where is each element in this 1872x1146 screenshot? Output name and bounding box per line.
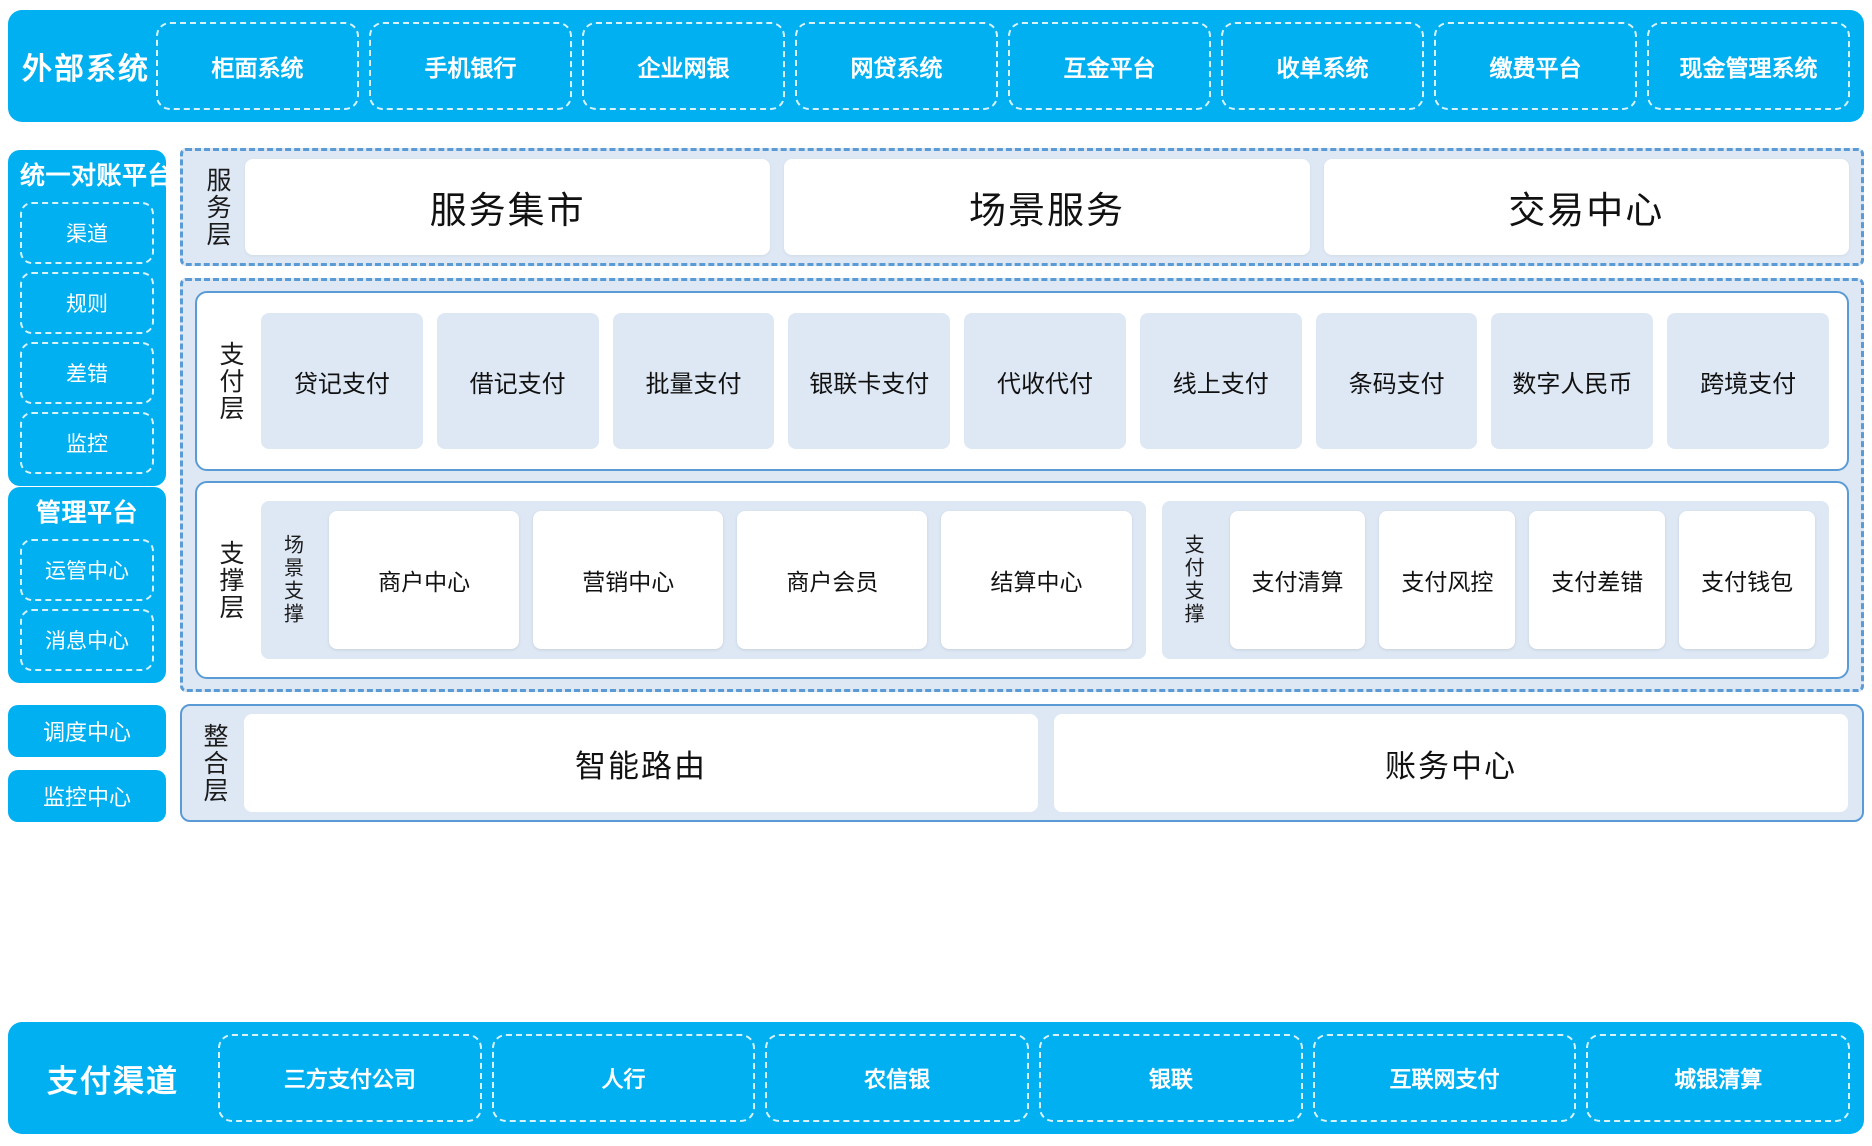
service-layer-label: 服务层	[203, 166, 231, 248]
payment-layer-cards: 贷记支付 借记支付 批量支付 银联卡支付 代收代付 线上支付 条码支付 数字人民…	[253, 299, 1833, 463]
external-system-item[interactable]: 手机银行	[369, 22, 572, 110]
support-card-payment-wallet[interactable]: 支付钱包	[1679, 511, 1815, 649]
sidebar-reconciliation-platform[interactable]: 统一对账平台 渠道 规则 差错 监控	[8, 150, 174, 487]
support-card-marketing-center[interactable]: 营销中心	[533, 511, 724, 649]
integration-card-accounting-center[interactable]: 账务中心	[1054, 714, 1848, 812]
support-group-payment: 支付支撑 支付清算 支付风控 支付差错 支付钱包	[1161, 501, 1829, 659]
sidebar-mgmt-item-message-center[interactable]: 消息中心	[20, 609, 154, 672]
external-system-item[interactable]: 现金管理系统	[1647, 22, 1850, 110]
payment-layer-label: 支付层	[216, 340, 244, 422]
external-systems-list: 柜面系统 手机银行 企业网银 网贷系统 互金平台 收单系统 缴费平台 现金管理系…	[156, 10, 1864, 122]
sidebar-recon-item-error[interactable]: 差错	[20, 342, 154, 405]
service-card-marketplace[interactable]: 服务集市	[245, 159, 771, 255]
service-card-scenario[interactable]: 场景服务	[784, 159, 1310, 255]
integration-layer-label: 整合层	[200, 722, 228, 804]
external-system-item[interactable]: 缴费平台	[1434, 22, 1637, 110]
payment-channels-title: 支付渠道	[47, 1063, 179, 1099]
service-layer-group: 服务层 服务集市 场景服务 交易中心	[180, 148, 1864, 266]
sidebar-scheduling-center[interactable]: 调度中心	[8, 705, 166, 757]
payment-card-cross-border[interactable]: 跨境支付	[1667, 313, 1830, 449]
sidebar-recon-item-channel[interactable]: 渠道	[20, 202, 154, 265]
sidebar-reconciliation-title: 统一对账平台	[20, 162, 174, 190]
sidebar-mgmt-item-ops-center[interactable]: 运管中心	[20, 539, 154, 602]
payment-channel-item[interactable]: 人行	[491, 1034, 756, 1122]
support-group-scenario: 场景支撑 商户中心 营销中心 商户会员 结算中心	[261, 501, 1146, 659]
payment-channels-list: 三方支付公司 人行 农信银 银联 互联网支付 城银清算	[218, 1022, 1864, 1134]
external-system-item[interactable]: 企业网银	[582, 22, 785, 110]
integration-layer-cards: 智能路由 账务中心	[236, 714, 1848, 812]
payment-card-digital-rmb[interactable]: 数字人民币	[1491, 313, 1654, 449]
payment-card-credit[interactable]: 贷记支付	[261, 313, 423, 449]
payment-layer-panel: 支付层 贷记支付 借记支付 批量支付 银联卡支付 代收代付 线上支付 条码支付 …	[195, 291, 1849, 471]
service-layer-cards: 服务集市 场景服务 交易中心	[239, 159, 1849, 255]
support-layer-panel: 支撑层 场景支撑 商户中心 营销中心 商户会员 结算中心 支付支撑 支付清算 支…	[195, 481, 1849, 679]
support-card-merchant-center[interactable]: 商户中心	[329, 511, 520, 649]
sidebar-management-title: 管理平台	[35, 499, 138, 527]
external-system-item[interactable]: 柜面系统	[156, 22, 359, 110]
payment-card-unionpay[interactable]: 银联卡支付	[788, 313, 951, 449]
integration-card-smart-routing[interactable]: 智能路由	[244, 714, 1038, 812]
core-layers-group: 支付层 贷记支付 借记支付 批量支付 银联卡支付 代收代付 线上支付 条码支付 …	[180, 278, 1864, 692]
payment-channel-item[interactable]: 农信银	[765, 1034, 1030, 1122]
support-card-merchant-member[interactable]: 商户会员	[737, 511, 928, 649]
sidebar-management-platform[interactable]: 管理平台 运管中心 消息中心	[8, 487, 166, 684]
support-card-payment-error[interactable]: 支付差错	[1529, 511, 1666, 649]
external-system-item[interactable]: 互金平台	[1008, 22, 1211, 110]
payment-channel-item[interactable]: 三方支付公司	[218, 1034, 482, 1122]
support-layer-label: 支撑层	[216, 539, 244, 621]
payment-channel-item[interactable]: 城银清算	[1586, 1034, 1851, 1122]
external-system-item[interactable]: 收单系统	[1221, 22, 1424, 110]
payment-card-batch[interactable]: 批量支付	[612, 313, 775, 449]
external-systems-title: 外部系统	[22, 53, 150, 86]
sidebar-recon-item-rule[interactable]: 规则	[20, 272, 154, 335]
support-layer-body: 场景支撑 商户中心 营销中心 商户会员 结算中心 支付支撑 支付清算 支付风控 …	[253, 491, 1833, 669]
payment-card-barcode[interactable]: 条码支付	[1315, 313, 1478, 449]
integration-layer-group: 整合层 智能路由 账务中心	[180, 704, 1864, 822]
payment-card-online[interactable]: 线上支付	[1139, 313, 1302, 449]
payment-channel-item[interactable]: 互联网支付	[1312, 1034, 1577, 1122]
payment-card-debit[interactable]: 借记支付	[436, 313, 599, 449]
payment-card-collection[interactable]: 代收代付	[964, 313, 1126, 449]
support-group-payment-label: 支付支撑	[1181, 534, 1204, 626]
sidebar-recon-item-monitor[interactable]: 监控	[20, 412, 154, 475]
service-card-transaction[interactable]: 交易中心	[1323, 159, 1849, 255]
support-group-scenario-label: 场景支撑	[280, 534, 303, 626]
sidebar-monitoring-center[interactable]: 监控中心	[8, 770, 166, 822]
external-systems-band: 外部系统 柜面系统 手机银行 企业网银 网贷系统 互金平台 收单系统 缴费平台 …	[8, 10, 1864, 122]
support-card-payment-risk[interactable]: 支付风控	[1379, 511, 1516, 649]
payment-channels-band: 支付渠道 三方支付公司 人行 农信银 银联 互联网支付 城银清算	[8, 1022, 1864, 1134]
external-system-item[interactable]: 网贷系统	[795, 22, 998, 110]
support-card-payment-clearing[interactable]: 支付清算	[1229, 511, 1366, 649]
support-card-settlement-center[interactable]: 结算中心	[941, 511, 1132, 649]
payment-channel-item[interactable]: 银联	[1039, 1034, 1303, 1122]
